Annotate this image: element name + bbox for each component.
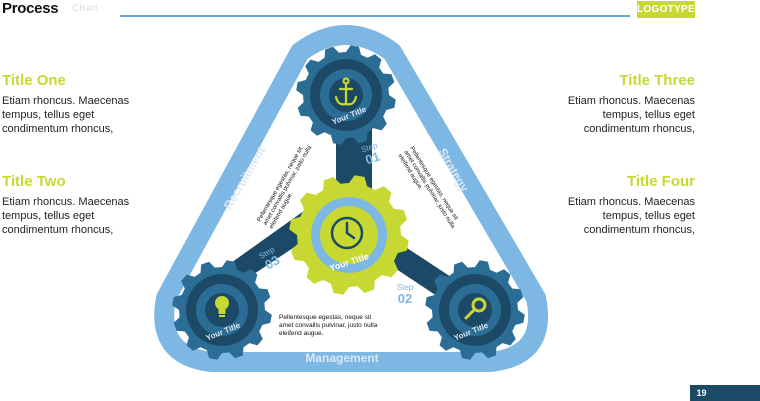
caption-line: Pellentesque egestas, neque sit <box>279 314 371 321</box>
gear-right <box>425 260 525 360</box>
step-02: Step 02 <box>397 283 414 306</box>
triangle-frame <box>154 25 549 372</box>
block-title: Title Two <box>2 173 66 190</box>
caption-line: amet convallis pulvinar, justo nulla <box>279 322 378 329</box>
step-01: Step 01 <box>360 141 382 168</box>
block-body: Etiam rhoncus. Maecenas tempus, tellus e… <box>567 95 695 135</box>
gear-top <box>296 45 396 145</box>
side-label-management: Management <box>305 351 378 365</box>
anchor-icon <box>334 77 358 106</box>
clock-icon <box>330 216 364 250</box>
step-number: 02 <box>398 291 412 306</box>
block-body: Etiam rhoncus. Maecenas tempus, tellus e… <box>2 95 130 135</box>
block-title: Title One <box>2 72 66 89</box>
step-word: Step <box>397 283 414 292</box>
header-title: Process <box>2 0 59 17</box>
step-number: 01 <box>363 149 381 168</box>
lightbulb-icon <box>215 296 229 317</box>
block-body: Etiam rhoncus. Maecenas tempus, tellus e… <box>2 196 130 236</box>
block-title-two: Title Two Etiam rhoncus. Maecenas tempus… <box>2 173 167 237</box>
block-body: Etiam rhoncus. Maecenas tempus, tellus e… <box>567 196 695 236</box>
block-title: Title Four <box>626 173 695 190</box>
logo: LOGOTYPE <box>637 1 695 18</box>
caption-line: eleifend augue. <box>279 330 324 337</box>
gear-left <box>172 260 272 360</box>
block-title: Title Three <box>619 72 695 89</box>
gear-center <box>289 175 409 295</box>
block-title-one: Title One Etiam rhoncus. Maecenas tempus… <box>2 72 167 136</box>
arm-caption-bottom: Pellentesque egestas, neque sit amet con… <box>279 314 378 337</box>
block-title-three: Title Three Etiam rhoncus. Maecenas temp… <box>530 72 695 136</box>
page-number: 19 <box>690 385 713 401</box>
header-rule <box>120 15 630 17</box>
step-number: 03 <box>262 252 282 272</box>
magnifier-icon <box>464 297 487 320</box>
page-bar <box>713 385 760 401</box>
header-subtitle: Chart <box>72 3 99 14</box>
block-title-four: Title Four Etiam rhoncus. Maecenas tempu… <box>530 173 695 237</box>
